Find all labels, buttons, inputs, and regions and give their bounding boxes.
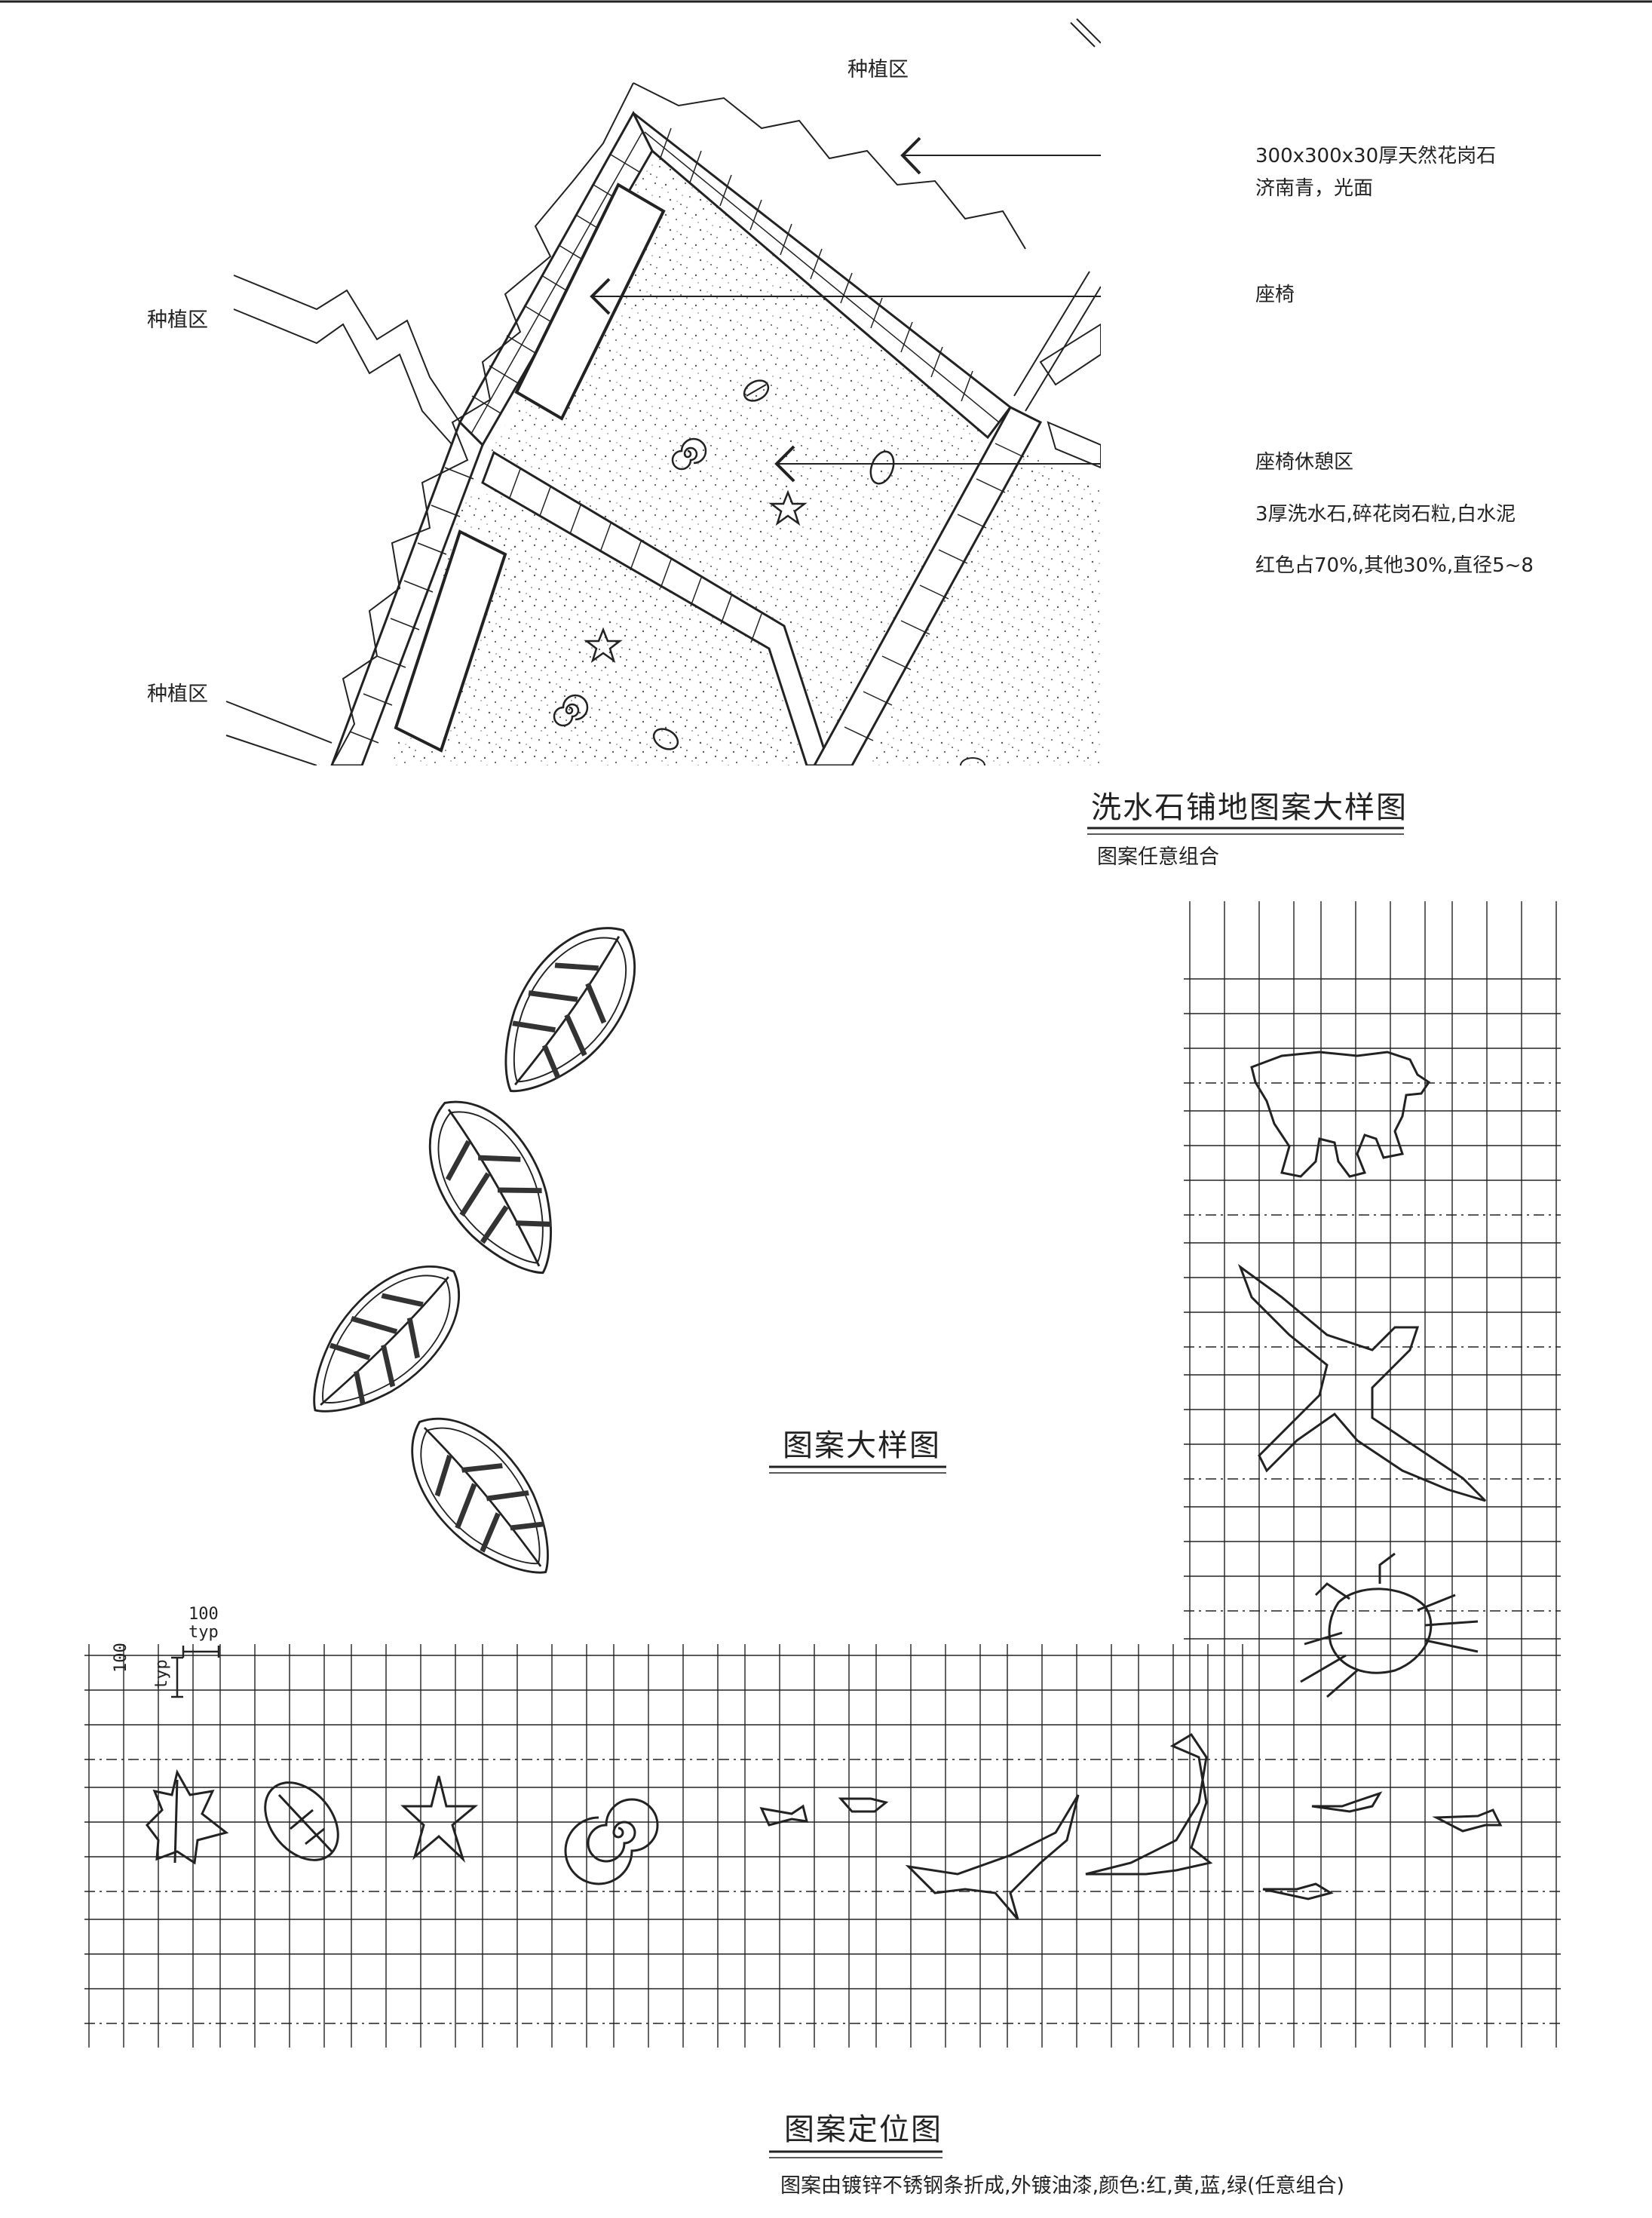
star-motif-1	[768, 489, 808, 526]
spiral-motif-2	[553, 694, 589, 727]
maple-leaf-motif	[146, 1769, 229, 1865]
callout-washed-stone-spec: 3厚洗水石,碎花岗石粒,白水泥	[1255, 503, 1516, 526]
small-fish-4	[1432, 1808, 1503, 1833]
callout-granite-finish: 济南青，光面	[1255, 177, 1374, 200]
granite-band-middle	[481, 450, 831, 765]
callout-rest-area: 座椅休憩区	[1255, 451, 1354, 474]
planting-zone-label-bottom-left: 种植区	[147, 683, 208, 706]
callout-bench: 座椅	[1255, 284, 1295, 306]
planting-zone-label-left: 种植区	[147, 308, 208, 332]
granite-band-right	[813, 406, 1043, 765]
spiral-motif-1	[671, 437, 707, 471]
dolphin-motif-2	[1085, 1732, 1213, 1876]
crab-motif	[1300, 1552, 1479, 1698]
detail-leaf-3	[283, 1239, 486, 1443]
site-plan-drawing	[225, 18, 1101, 765]
grid-dimension-horizontal-value: 100	[188, 1605, 219, 1624]
small-fish-3	[1311, 1791, 1383, 1813]
spiral-grid-motif	[564, 1798, 659, 1885]
callout-color-ratio: 红色占70%,其他30%,直径5~8	[1255, 554, 1534, 577]
bear-motif	[1250, 1051, 1431, 1178]
pattern-detail-leaves	[283, 903, 663, 1602]
layout-plan-note: 图案由镀锌不锈钢条折成,外镀油漆,颜色:红,黄,蓝,绿(任意组合)	[780, 2174, 1345, 2198]
starfish-motif	[400, 1775, 479, 1863]
detail-drawing-subtitle: 图案任意组合	[1097, 845, 1219, 869]
dolphin-motif-1	[905, 1794, 1080, 1920]
small-fish-1	[759, 1804, 809, 1827]
planting-edge-left	[331, 82, 634, 765]
pattern-detail-title: 图案大样图	[783, 1428, 941, 1463]
oval-leaf-motif	[264, 1781, 339, 1861]
small-fish-5	[1262, 1882, 1334, 1900]
grid-motifs	[146, 1051, 1503, 1920]
star-motif-2	[584, 627, 623, 664]
layout-plan-title: 图案定位图	[784, 2112, 942, 2147]
detail-leaf-4	[385, 1392, 581, 1601]
bench-upper	[514, 183, 666, 421]
washed-stone-area-right	[867, 437, 1101, 765]
detail-leaf-1	[471, 903, 663, 1119]
bird-motif	[1237, 1263, 1487, 1502]
leaf-motif-3	[652, 728, 679, 750]
bench-lower	[394, 529, 507, 753]
layout-grid	[84, 901, 1561, 2048]
leaf-motif-1	[743, 379, 770, 402]
walkway-left	[225, 275, 461, 765]
small-fish-2	[838, 1797, 889, 1813]
callout-granite-spec: 300x300x30厚天然花岗石	[1255, 145, 1497, 167]
planting-zone-label-top: 种植区	[847, 58, 909, 81]
planting-edge-top	[633, 82, 1026, 250]
grid-dimension-horizontal-suffix: typ	[188, 1623, 219, 1642]
grid-dimension-marks	[171, 1646, 220, 1698]
grid-dimension-vertical-suffix: typ	[152, 1659, 171, 1689]
detail-drawing-title: 洗水石铺地图案大样图	[1091, 790, 1408, 825]
detail-leaf-2	[403, 1078, 584, 1296]
grid-dimension-vertical-value: 100	[112, 1643, 130, 1673]
